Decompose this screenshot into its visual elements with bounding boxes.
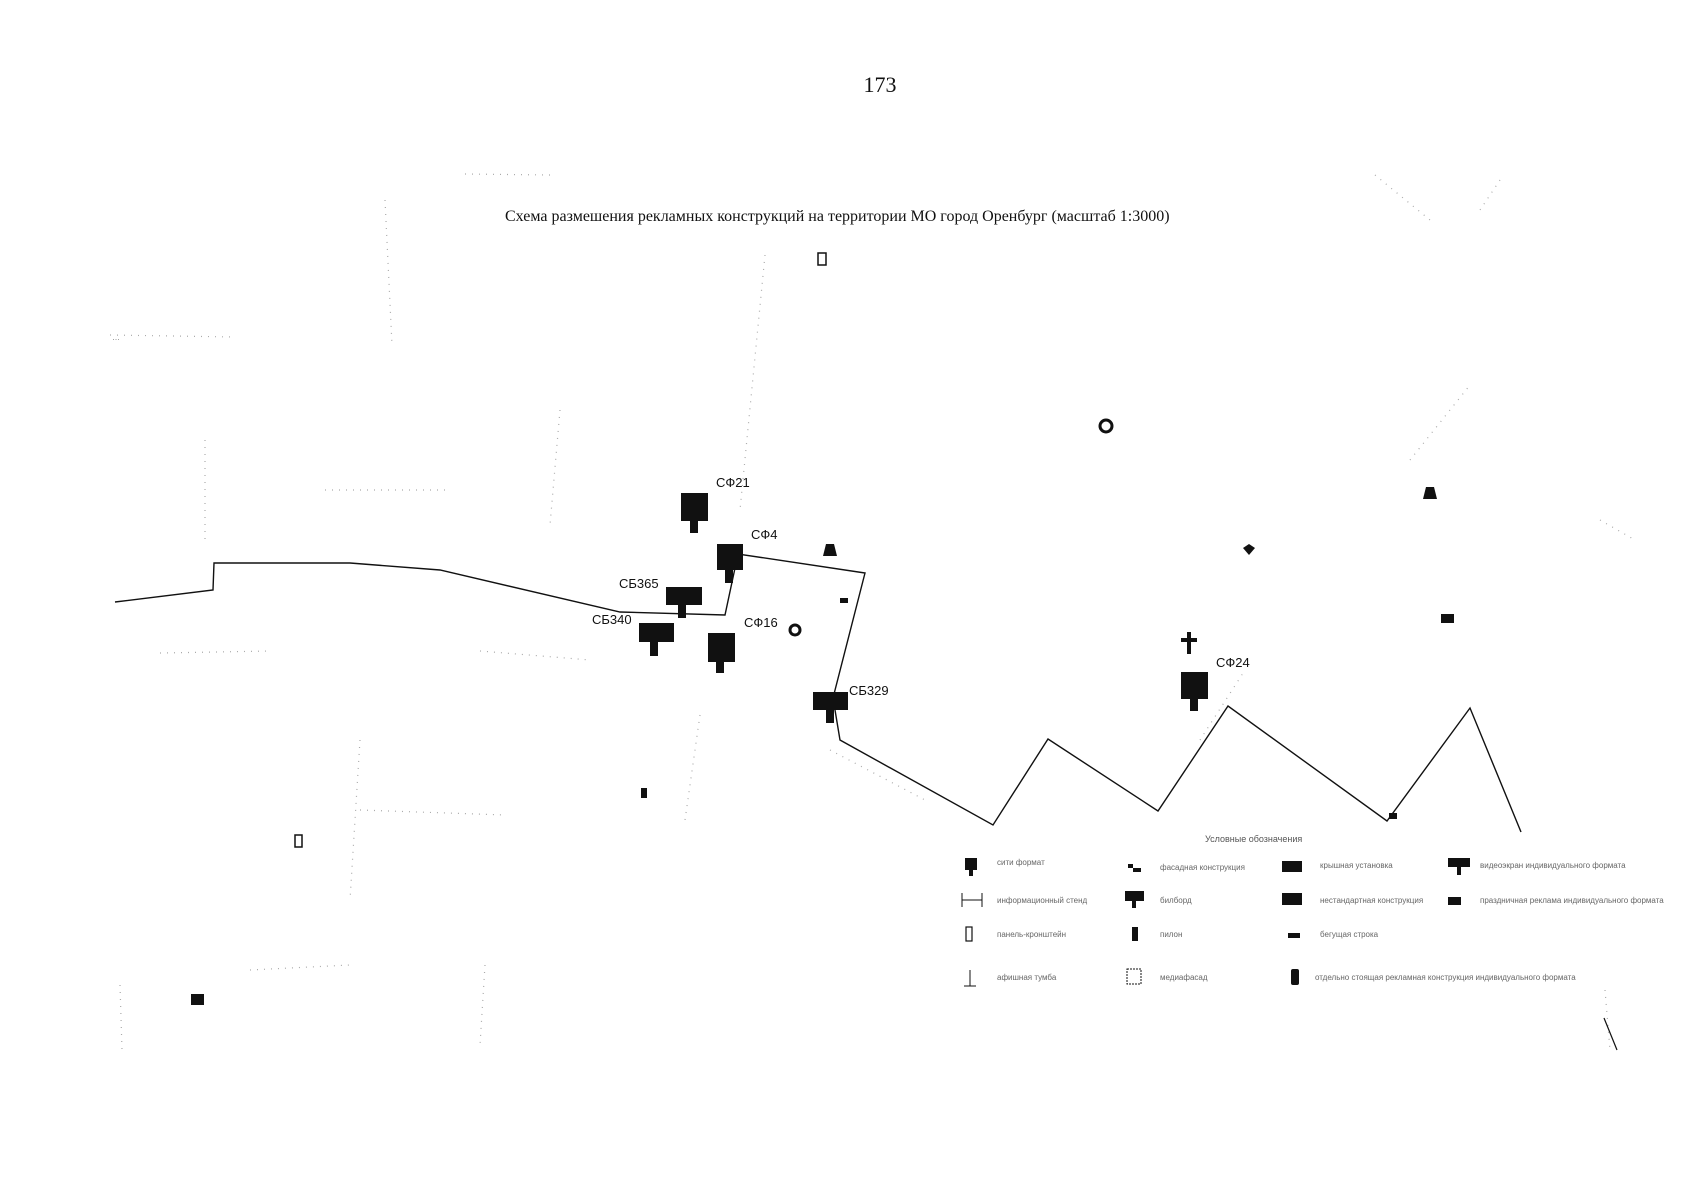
street-name-labels: … [112, 333, 120, 342]
boundary-line [114, 553, 1522, 833]
legend-item: видеоэкран индивидуального формата [1448, 858, 1626, 875]
site-label: СФ21 [716, 475, 750, 490]
flask-icon [823, 544, 837, 556]
holiday-icon [1448, 897, 1461, 905]
site-label: СБ365 [619, 576, 659, 591]
svg-text:афишная тумба: афишная тумба [997, 973, 1057, 982]
legend-item: панель-кронштейн [965, 926, 1066, 942]
svg-text:крышная установка: крышная установка [1320, 861, 1393, 870]
city-format-icon [965, 858, 977, 870]
phone-icon [294, 834, 303, 848]
site-label: СБ329 [849, 683, 889, 698]
page-number: 173 [863, 72, 897, 97]
heart-icon [1243, 544, 1255, 555]
pylon-icon [1132, 927, 1138, 941]
site-marker-sf24[interactable] [1181, 672, 1208, 711]
standalone-icon [1291, 969, 1299, 985]
site-label: СФ24 [1216, 655, 1250, 670]
svg-text:видеоэкран индивидуального фор: видеоэкран индивидуального формата [1480, 861, 1626, 870]
bus-stop-icon [1389, 813, 1397, 819]
nonstandard-icon [1282, 893, 1302, 905]
svg-text:информационный стенд: информационный стенд [997, 896, 1088, 905]
site-marker-sf4[interactable] [717, 544, 743, 583]
envelope-icon [1441, 614, 1454, 623]
person-icon [641, 788, 647, 798]
site-label: СБ340 [592, 612, 632, 627]
svg-text:бегущая строка: бегущая строка [1320, 930, 1379, 939]
legend-item: бегущая строка [1288, 930, 1379, 939]
crescent-icon [788, 623, 802, 637]
legend-title: Условные обозначения [1205, 834, 1302, 844]
building-icon [191, 994, 204, 1005]
svg-text:билборд: билборд [1160, 896, 1192, 905]
legend-item: отдельно стоящая рекламная конструкция и… [1291, 969, 1576, 985]
site-marker-sb340[interactable] [639, 623, 674, 656]
svg-text:фасадная конструкция: фасадная конструкция [1160, 863, 1245, 872]
bracket-panel-icon [965, 926, 973, 942]
svg-text:отдельно стоящая рекламная кон: отдельно стоящая рекламная конструкция и… [1315, 973, 1576, 982]
legend-item: афишная тумба [964, 970, 1057, 987]
svg-text:медиафасад: медиафасад [1160, 973, 1208, 982]
legend-item: пилон [1132, 927, 1182, 941]
site-marker-sb329[interactable] [813, 692, 848, 723]
map-edge-tick [1603, 1017, 1618, 1051]
legend-item: медиафасад [1126, 968, 1208, 985]
site-marker-sf16[interactable] [708, 633, 735, 673]
svg-text:панель-кронштейн: панель-кронштейн [997, 930, 1066, 939]
billboard-icon [1125, 891, 1144, 901]
legend-item: нестандартная конструкция [1282, 893, 1423, 905]
svg-text:нестандартная конструкция: нестандартная конструкция [1320, 896, 1423, 905]
street-traces [109, 173, 1636, 1051]
site-label: СФ16 [744, 615, 778, 630]
bus-stop-icon [840, 598, 848, 603]
poi-symbols [191, 252, 1454, 1005]
running-line-icon [1288, 933, 1300, 938]
svg-text:праздничная реклама индивидуал: праздничная реклама индивидуального форм… [1480, 896, 1664, 905]
legend-item: крышная установка [1282, 861, 1393, 872]
flask-icon [1423, 487, 1437, 499]
site-label: СФ4 [751, 527, 778, 542]
svg-text:пилон: пилон [1160, 930, 1182, 939]
legend: Условные обозначения сити формат фасадна… [961, 834, 1664, 987]
video-screen-icon [1448, 858, 1470, 867]
map-title: Схема размешения рекламных конструкций н… [505, 208, 1170, 225]
info-stand-icon [961, 893, 983, 907]
facade-icon [1128, 864, 1133, 868]
tower-icon [817, 252, 827, 266]
legend-item: информационный стенд [961, 893, 1088, 907]
svg-text:сити формат: сити формат [997, 858, 1045, 867]
legend-item: билборд [1125, 891, 1192, 908]
cross-icon [1181, 632, 1197, 654]
site-marker-sb365[interactable] [666, 587, 702, 618]
ring-poi-icon [1098, 418, 1114, 434]
poster-column-icon [964, 970, 976, 987]
media-facade-icon [1126, 968, 1142, 985]
legend-item: праздничная реклама индивидуального форм… [1448, 896, 1664, 905]
svg-text:…: … [112, 333, 120, 342]
legend-item: фасадная конструкция [1128, 863, 1245, 872]
roof-icon [1282, 861, 1302, 872]
site-marker-sf21[interactable] [681, 493, 708, 533]
legend-item: сити формат [965, 858, 1045, 876]
